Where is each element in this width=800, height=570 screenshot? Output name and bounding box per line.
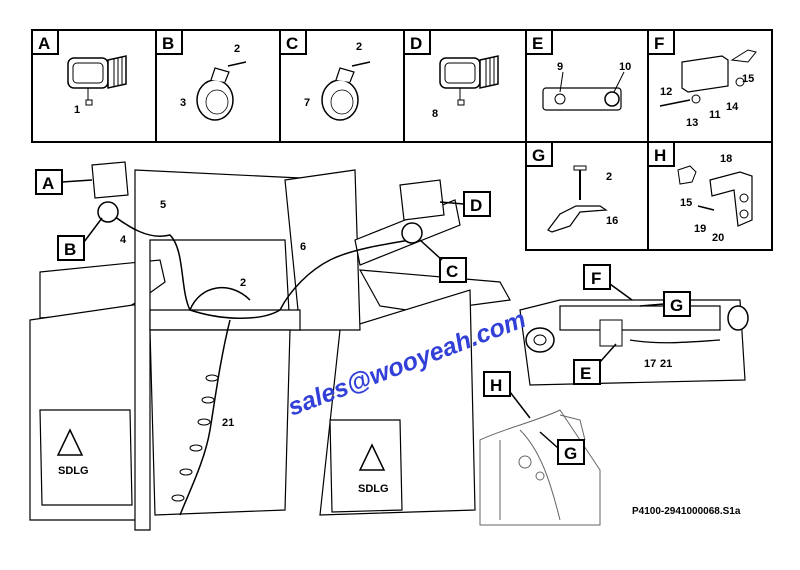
horn-right-icon [401,222,423,244]
callout-15: 15 [742,73,754,85]
svg-text:B: B [64,240,76,259]
svg-text:E: E [580,364,591,383]
panel-b-letter: B [162,34,174,53]
detail-callout-f: F [583,264,633,301]
detail-callout-g2: G [539,431,585,465]
panel-g: G 2 16 [525,141,649,251]
mud-flap-left: SDLG [39,409,133,506]
panel-d: D 8 [403,29,527,143]
callout-7: 7 [304,97,310,109]
callout-14: 14 [726,101,739,113]
callout-16: 16 [606,215,618,227]
callout-2: 2 [606,171,612,183]
callout-4: 4 [120,234,127,246]
svg-text:F: F [591,269,601,288]
callout-2: 2 [240,277,246,289]
callout-2: 2 [234,43,240,55]
panel-d-letter: D [410,34,422,53]
svg-text:A: A [42,174,54,193]
panel-h-letter: H [654,146,666,165]
callout-21: 21 [660,358,672,370]
bracket-icon [709,171,753,227]
callout-box-b: B [57,217,103,261]
work-lamp-right-icon [399,179,445,221]
panel-g-letter: G [532,146,545,165]
panel-h: H 18 15 19 20 [647,141,773,251]
detail-callout-e: E [573,343,617,385]
harness-clips [171,374,219,502]
panel-c-letter: C [286,34,298,53]
callout-6: 6 [300,241,306,253]
panel-f: F 15 12 14 11 13 [647,29,773,143]
callout-10: 10 [619,61,631,73]
callout-21: 21 [222,417,234,429]
detail-callout-h: H [483,371,531,419]
callout-20: 20 [712,232,724,244]
callout-15: 15 [680,197,692,209]
callout-box-d: D [439,191,491,217]
panel-a: A 1 [31,29,157,143]
wiring-harness [99,204,411,516]
panel-c: C 2 7 [279,29,405,143]
callout-box-c: C [419,239,467,283]
callout-box-a: A [35,169,93,195]
panel-b: B 2 3 [155,29,281,143]
work-lamp-left-icon [91,161,129,199]
detail-callout-g: G [639,291,691,317]
svg-text:G: G [564,444,577,463]
brand-logo-left: SDLG [58,465,89,477]
bracket-plate-icon [542,87,622,111]
callout-13: 13 [686,117,698,129]
callout-11: 11 [709,109,721,121]
callout-17: 17 [644,358,656,370]
callout-3: 3 [180,97,186,109]
bracket-icon [547,205,608,233]
svg-text:C: C [446,262,458,281]
svg-text:G: G [670,296,683,315]
panel-f-letter: F [654,34,664,53]
horn-left-icon [97,201,119,223]
svg-text:D: D [470,196,482,215]
callout-9: 9 [557,61,563,73]
callout-2: 2 [356,41,362,53]
bracket-icon [681,55,729,93]
callout-12: 12 [660,86,672,98]
callout-18: 18 [720,153,732,165]
mud-flap-right: SDLG [329,419,403,513]
brand-logo-right: SDLG [358,483,389,495]
callout-5: 5 [160,199,166,211]
part-code: P4100-2941000068.S1a [632,506,741,517]
detail-lower-view [479,409,601,526]
callout-1: 1 [74,104,80,116]
detail-cylinder [519,299,749,386]
callout-8: 8 [432,108,438,120]
panel-a-letter: A [38,34,50,53]
svg-text:H: H [490,376,502,395]
panel-e: E 9 10 [525,29,649,143]
panel-e-letter: E [532,34,543,53]
callout-19: 19 [694,223,706,235]
